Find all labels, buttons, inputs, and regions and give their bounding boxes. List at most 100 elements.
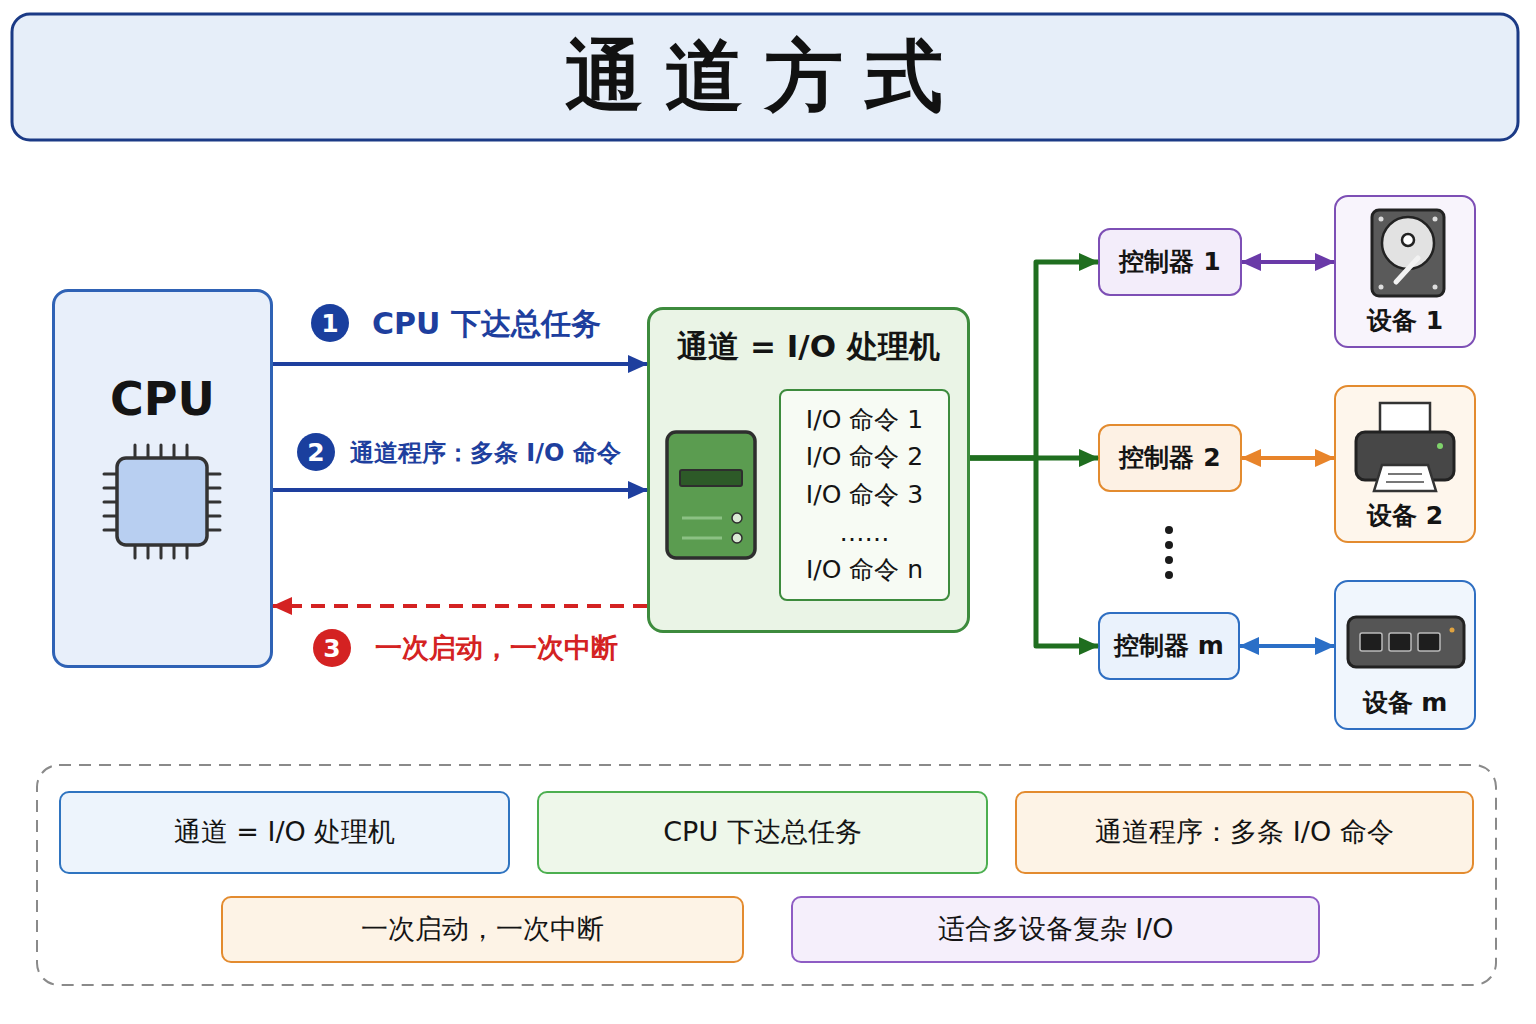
paper-line	[1388, 473, 1422, 475]
switch-light	[1450, 628, 1455, 633]
pin	[207, 501, 220, 504]
device-link	[1242, 456, 1334, 460]
chip-body	[117, 458, 207, 545]
paper-line	[1386, 481, 1424, 483]
channel-link	[970, 262, 1098, 458]
edge-label: 一次启动，一次中断	[375, 630, 618, 666]
callout-number: 3	[313, 629, 351, 667]
pin	[173, 545, 176, 558]
edge-label: CPU 下达总任务	[372, 304, 601, 345]
pin	[207, 487, 220, 490]
node-text: 一次启动，一次中断	[355, 913, 610, 945]
node-text: 设备 m	[1336, 688, 1474, 718]
pin	[207, 515, 220, 518]
callout-circle	[297, 433, 335, 471]
server-line	[682, 517, 722, 520]
disk-icon	[1372, 210, 1444, 296]
server-light	[732, 533, 742, 543]
disk-arm	[1396, 258, 1418, 282]
disk-screw	[1379, 217, 1384, 222]
chip-pins	[104, 445, 220, 558]
pin	[104, 473, 117, 476]
disk-spindle	[1402, 234, 1414, 246]
pin	[173, 445, 176, 458]
node-text: 适合多设备复杂 I/O	[932, 913, 1180, 945]
node-text: 控制器 2	[1113, 443, 1226, 473]
command-list: I/O 命令 1 I/O 命令 2 I/O 命令 3 …… I/O 命令 n	[779, 389, 950, 601]
controller-box: 控制器 m	[1098, 612, 1240, 680]
callout-circle	[311, 304, 349, 342]
pin	[147, 445, 150, 458]
disk-screw	[1433, 285, 1438, 290]
summary-box: 适合多设备复杂 I/O	[791, 896, 1320, 963]
callout-number: 2	[297, 433, 335, 471]
node-text: CPU 下达总任务	[657, 816, 867, 848]
task-arrow	[273, 362, 647, 366]
edge-label: 通道程序：多条 I/O 命令	[350, 437, 621, 469]
node-text: 控制器 1	[1113, 247, 1226, 277]
disk-screw	[1379, 285, 1384, 290]
switch-body	[1348, 617, 1464, 667]
dot	[1165, 571, 1173, 579]
callout-circles	[297, 304, 351, 667]
pin	[104, 501, 117, 504]
switch-port	[1389, 633, 1411, 651]
callout-circle	[313, 629, 351, 667]
summary-frame	[37, 765, 1496, 985]
pin	[160, 545, 163, 558]
channel-box: 通道 = I/O 处理机I/O 命令 1I/O 命令 2I/O 命令 3……I/…	[647, 307, 970, 633]
pin	[160, 445, 163, 458]
pin	[134, 545, 137, 558]
pin	[134, 445, 137, 458]
printer-light	[1437, 443, 1443, 449]
pin	[207, 473, 220, 476]
node-text: I/O 命令 1	[806, 405, 923, 435]
device-link	[1240, 644, 1334, 648]
ellipsis-dots	[1165, 526, 1173, 579]
server-line	[682, 537, 722, 540]
diagram-title: 通道方式	[12, 14, 1518, 140]
device-box: 设备 1	[1334, 195, 1476, 348]
dot	[1165, 541, 1173, 549]
dot	[1165, 526, 1173, 534]
disk-case	[1372, 210, 1444, 296]
controller-box: 控制器 1	[1098, 228, 1242, 296]
cpu-box: CPU	[52, 289, 273, 668]
node-text: 设备 1	[1336, 306, 1474, 336]
cpu-chip	[104, 445, 220, 558]
node-text: 设备 2	[1336, 501, 1474, 531]
node-text: 通道程序：多条 I/O 命令	[1089, 816, 1399, 848]
printer-paper-out	[1374, 465, 1436, 491]
node-text: ……	[840, 518, 890, 548]
node-text: I/O 命令 3	[806, 480, 923, 510]
printer-body	[1356, 432, 1454, 480]
device-box: 设备 2	[1334, 385, 1476, 543]
channel-link	[970, 458, 1098, 646]
printer-icon	[1356, 403, 1454, 491]
summary-box: 通道程序：多条 I/O 命令	[1015, 791, 1474, 874]
switch-port	[1418, 633, 1440, 651]
printer-paper-in	[1380, 403, 1430, 437]
pin	[207, 529, 220, 532]
title-banner	[12, 14, 1518, 140]
program-arrow	[273, 488, 647, 492]
summary-box: CPU 下达总任务	[537, 791, 988, 874]
pin	[104, 529, 117, 532]
channel-link	[970, 456, 1098, 461]
server-body	[667, 432, 755, 558]
summary-box: 一次启动，一次中断	[221, 896, 744, 963]
switch-icon	[1348, 617, 1464, 667]
server-light	[732, 513, 742, 523]
disk-screw	[1433, 217, 1438, 222]
summary-box: 通道 = I/O 处理机	[59, 791, 510, 874]
node-text: I/O 命令 n	[806, 555, 923, 585]
node-text: I/O 命令 2	[806, 442, 923, 472]
device-link	[1242, 260, 1334, 264]
pin	[104, 515, 117, 518]
node-text: 通道 = I/O 处理机	[650, 328, 967, 365]
interrupt-arrow	[273, 604, 647, 608]
pin	[104, 487, 117, 490]
device-box: 设备 m	[1334, 580, 1476, 730]
server-icon	[667, 432, 755, 558]
